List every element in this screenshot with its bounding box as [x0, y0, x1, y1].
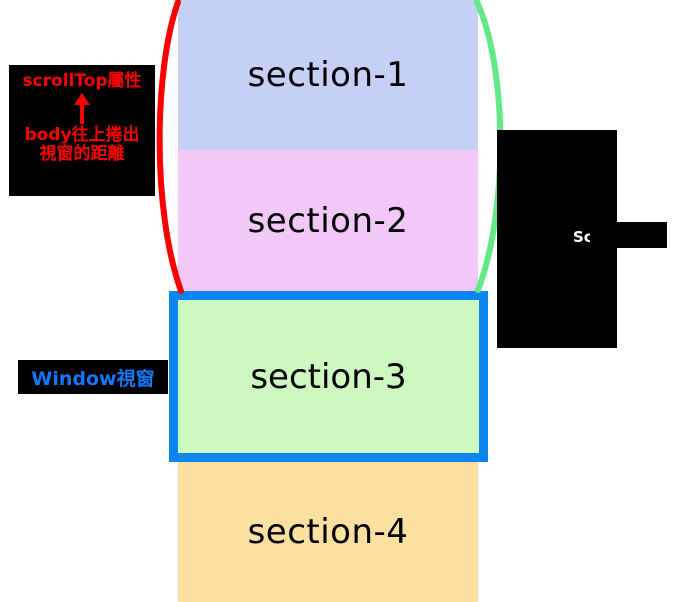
up-arrow-icon	[9, 92, 155, 126]
section-2-label: section-2	[247, 200, 409, 241]
section-4-label: section-4	[247, 512, 409, 552]
window-viewport-label-text: Window視窗	[31, 367, 155, 390]
scrolltop-annotation-line2: 視窗的距離	[39, 144, 125, 165]
section-2-block: section-2	[178, 150, 478, 291]
scrolltop-annotation: scrollTop屬性 body往上捲出 視窗的距離	[9, 65, 155, 196]
section-3-block: section-3	[178, 300, 479, 453]
window-viewport-frame: section-3	[169, 291, 488, 462]
section-4-block: section-4	[178, 462, 478, 602]
right-annotation-redaction-bar	[590, 222, 667, 248]
section-3-label: section-3	[250, 356, 407, 397]
section-1-label: section-1	[247, 55, 409, 95]
scrolltop-annotation-line1: body往上捲出	[24, 124, 140, 145]
scrolltop-annotation-title: scrollTop屬性	[22, 71, 142, 91]
window-viewport-label: Window視窗	[18, 360, 168, 394]
section-1-block: section-1	[178, 0, 478, 150]
right-annotation-text: Sc	[573, 228, 593, 246]
